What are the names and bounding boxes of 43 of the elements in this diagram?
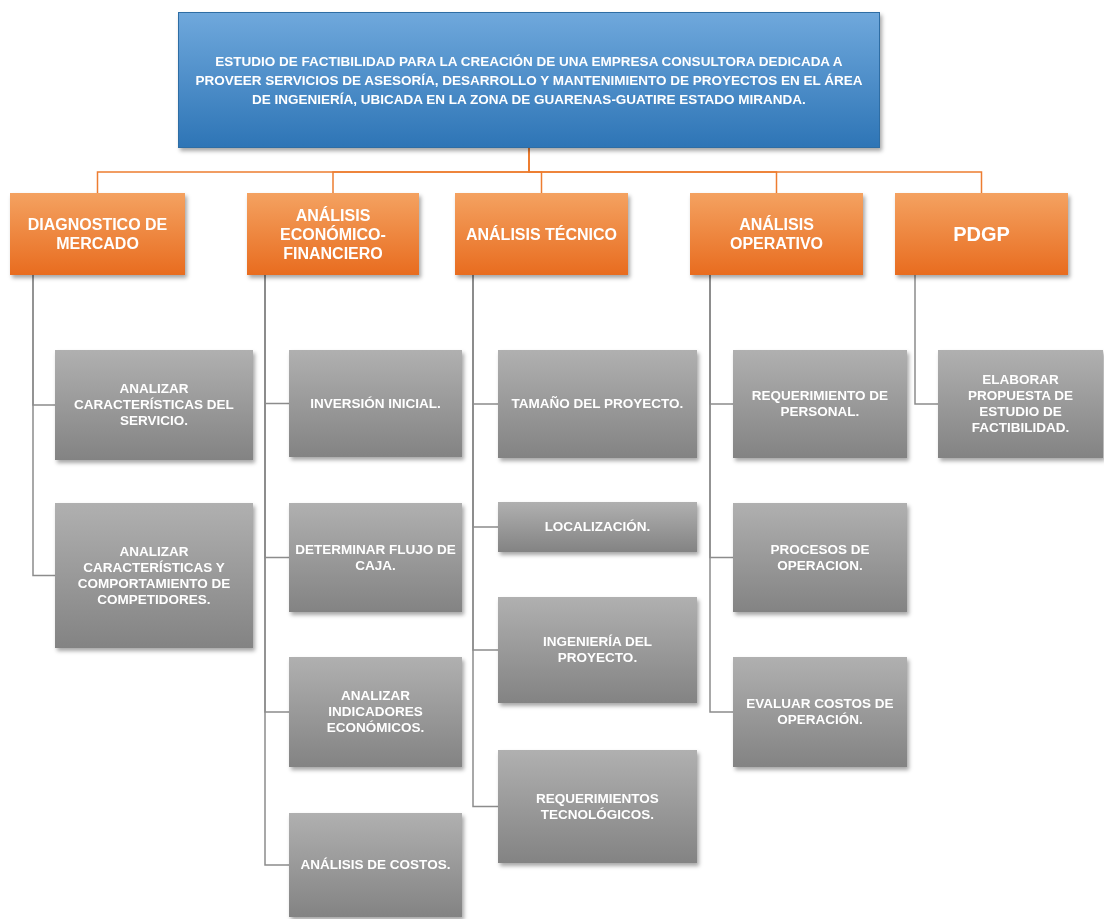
node-text: EVALUAR COSTOS DE OPERACIÓN. <box>745 696 895 728</box>
node-text: ANALIZAR CARACTERÍSTICAS Y COMPORTAMIENTO DE COMPETIDORES. <box>76 543 232 608</box>
connector-line <box>32 274 56 577</box>
node-text: ANALIZAR INDICADORES ECONÓMICOS. <box>325 688 426 736</box>
category-box <box>10 193 185 275</box>
connector-line <box>709 274 734 713</box>
task-box <box>55 350 253 460</box>
node-text: PDGP <box>953 224 1010 244</box>
task-box <box>498 502 697 552</box>
task-box <box>289 813 462 917</box>
node-text: INVERSIÓN INICIAL. <box>310 395 441 412</box>
task-box <box>733 657 907 767</box>
category-box <box>247 193 419 275</box>
task-box <box>498 750 697 863</box>
task-box <box>733 503 907 612</box>
task-box <box>289 350 462 457</box>
task-box <box>498 597 697 703</box>
category-box <box>690 193 863 275</box>
node-text: ANALIZAR CARACTERÍSTICAS DEL SERVICIO. <box>73 381 235 429</box>
task-box <box>498 350 697 458</box>
task-box <box>289 657 462 767</box>
node-text: ELABORAR PROPUESTA DE ESTUDIO DE FACTIBILIDAD. <box>967 372 1074 436</box>
node-text: TAMAÑO DEL PROYECTO. <box>511 396 684 412</box>
node-text: DIAGNOSTICO DE MERCADO <box>26 215 169 253</box>
category-box <box>455 193 628 275</box>
node-text: DETERMINAR FLUJO DE CAJA. <box>295 541 456 574</box>
connector-line <box>914 274 939 405</box>
node-text: ANÁLISIS TÉCNICO <box>465 224 618 244</box>
task-box <box>289 503 462 612</box>
task-box <box>55 503 253 648</box>
node-text: ANÁLISIS OPERATIVO <box>728 215 824 253</box>
task-box <box>938 350 1103 458</box>
category-box <box>895 193 1068 275</box>
node-text: LOCALIZACIÓN. <box>544 519 651 535</box>
node-text: PROCESOS DE OPERACION. <box>769 541 871 574</box>
node-text: REQUERIMIENTOS TECNOLÓGICOS. <box>535 790 660 823</box>
title-text: ESTUDIO DE FACTIBILIDAD PARA LA CREACIÓN DE UNA EMPRESA CONSULTORA DEDICADA A PROVEER SERVICIOS DE ASESORÍA, DESARROLLO Y MANTENIMIENTO DE PROYECTOS EN EL ÁREA DE INGENIERÍA, UBICADA EN LA ZONA DE GUARENAS-GUATIRE ESTADO MIRANDA. <box>194 52 864 109</box>
node-text: REQUERIMIENTO DE PERSONAL. <box>750 388 890 420</box>
task-box <box>733 350 907 458</box>
node-text: ANÁLISIS DE COSTOS. <box>300 857 451 873</box>
node-text: INGENIERÍA DEL PROYECTO. <box>542 634 653 666</box>
node-text: ANÁLISIS ECONÓMICO-FINANCIERO <box>279 205 387 263</box>
title-box <box>178 12 880 148</box>
